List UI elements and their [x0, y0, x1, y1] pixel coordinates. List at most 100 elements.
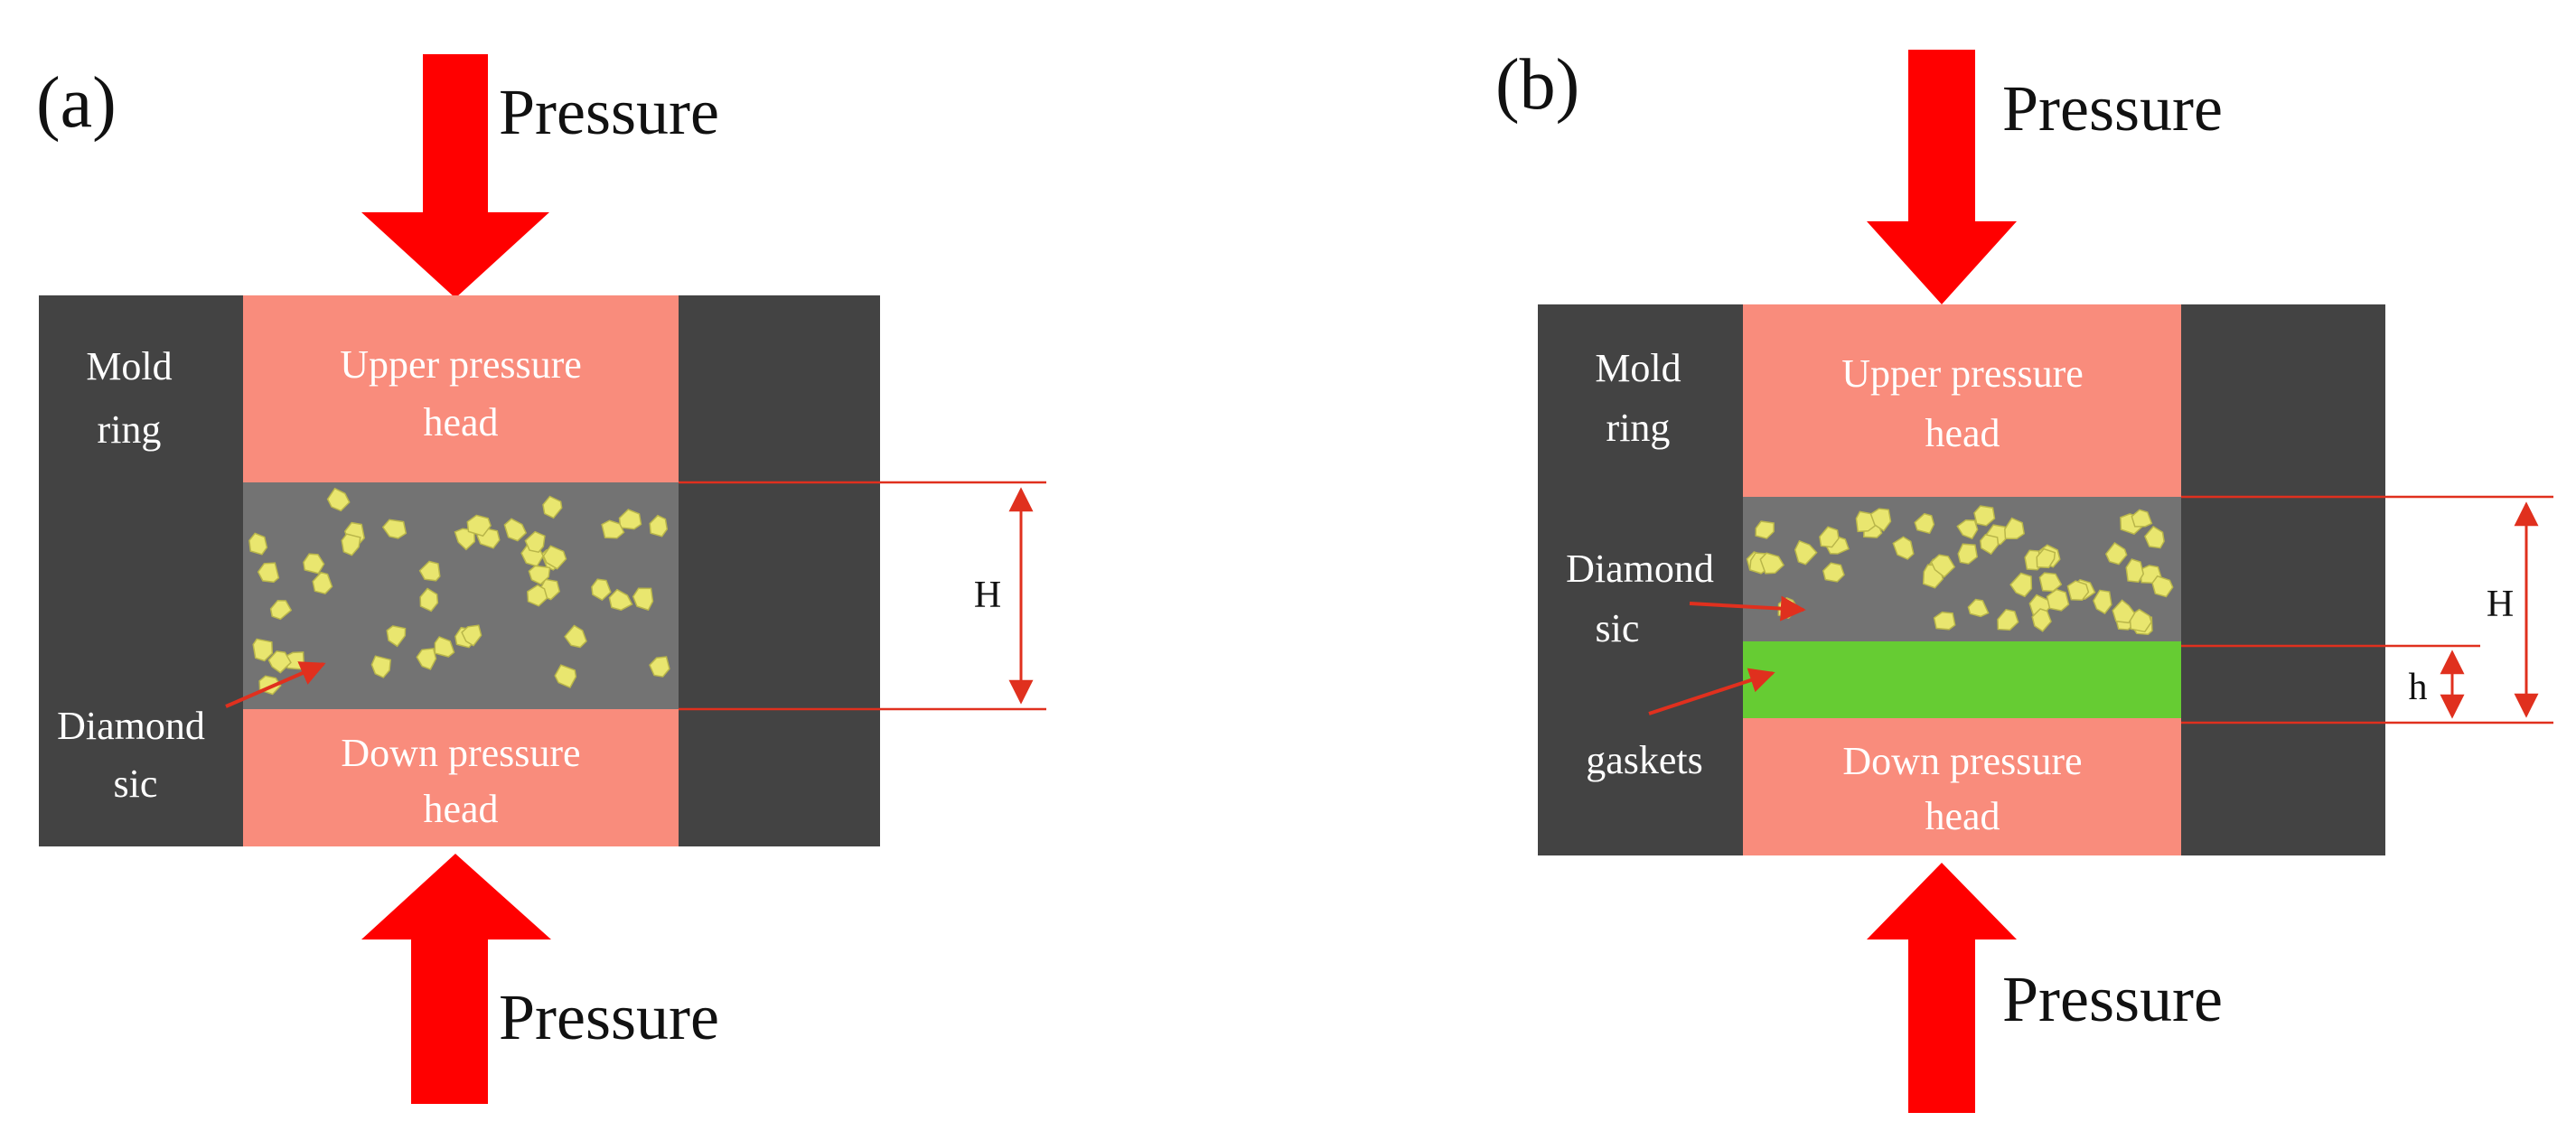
diamond-particle	[649, 514, 669, 537]
diamond-particle	[269, 599, 293, 621]
down-pressure-head-b	[1743, 718, 2181, 855]
panel-a: (a) Pressure Mold ring Upper pressure he…	[36, 54, 1046, 1104]
diamond-particle	[312, 571, 333, 595]
diamond-particle	[418, 560, 441, 582]
diamond-particle	[2151, 575, 2174, 598]
diamond-particle	[2036, 547, 2056, 569]
diamond-particle	[2112, 599, 2136, 624]
diamond-particle	[2104, 542, 2128, 566]
diamond-particle	[341, 533, 361, 556]
down-pressure-head-a	[243, 709, 679, 846]
upper-pressure-head-b	[1743, 304, 2181, 497]
diamond-sic-pointer-b	[1689, 595, 1806, 622]
diamond-particle	[527, 584, 548, 607]
mold-ring-label-b-1: Mold	[1595, 346, 1681, 390]
mold-ring-right-a	[679, 295, 880, 846]
diamond-particle	[1869, 508, 1892, 532]
diamond-particle	[591, 578, 612, 602]
pressure-arrow-down-icon	[361, 54, 549, 298]
diamond-particle	[528, 565, 551, 585]
diamond-particle	[1957, 543, 1979, 565]
diamond-particle	[2031, 608, 2052, 632]
diamond-particle	[1956, 519, 1979, 540]
diamond-sic-label-a-2: sic	[114, 762, 158, 806]
diamond-particle	[542, 495, 563, 519]
diamond-particle	[326, 487, 351, 512]
down-head-label-b-2: head	[1925, 794, 2000, 838]
dim-H-label-b: H	[2487, 584, 2514, 625]
mold-ring-left-a	[39, 295, 243, 846]
diamond-particle	[434, 636, 455, 658]
diamond-particle	[1997, 608, 2019, 631]
upper-head-label-a-1: Upper pressure	[340, 342, 582, 387]
diamond-particle	[1933, 611, 1956, 631]
pressure-label-bottom-a: Pressure	[499, 981, 719, 1053]
down-head-label-a-2: head	[423, 787, 498, 831]
upper-head-label-a-2: head	[423, 400, 498, 444]
diamond-particle	[248, 532, 268, 556]
diamond-particle	[1755, 520, 1775, 539]
diamond-particle	[252, 638, 274, 662]
upper-head-label-b-2: head	[1925, 411, 2000, 455]
mold-ring-right-b	[2181, 304, 2385, 855]
diamond-particle	[1892, 536, 1915, 560]
down-head-label-a-1: Down pressure	[341, 731, 580, 775]
diamond-particle	[1794, 539, 1818, 566]
diamond-particle	[1822, 562, 1845, 583]
diamond-particle	[257, 562, 280, 584]
diamond-particle	[1967, 598, 1990, 618]
gaskets-pointer-b	[1648, 668, 1775, 715]
diamond-particle	[1980, 533, 2000, 556]
diamond-particle	[1819, 526, 1840, 548]
diamond-sic-pointer-a	[225, 661, 326, 708]
diamond-particle	[2066, 580, 2090, 601]
diamond-particles-a	[248, 487, 670, 696]
diamond-particle	[2131, 509, 2153, 528]
down-head-label-b-1: Down pressure	[1842, 739, 2082, 783]
pressure-arrow-up-icon	[361, 854, 551, 1104]
diamond-particle	[503, 518, 528, 542]
diamond-particle	[1973, 505, 1996, 527]
diamond-sic-label-b-1: Diamond	[1566, 547, 1714, 591]
diamond-sic-powder-b	[1743, 497, 2181, 641]
diamond-particle	[632, 587, 654, 612]
diamond-particle	[2004, 517, 2026, 540]
diamond-particle	[419, 587, 439, 612]
diamond-particle	[2125, 558, 2145, 584]
diamond-particle	[2009, 572, 2033, 598]
diamond-particle	[649, 656, 670, 678]
panel-b: (b) Pressure Mold ring Upper pressure he…	[1495, 45, 2553, 1113]
pressure-label-top-a: Pressure	[499, 76, 719, 148]
diamond-particle	[542, 545, 567, 570]
diamond-particle	[564, 624, 587, 649]
upper-head-label-b-1: Upper pressure	[1841, 351, 2084, 396]
pressure-arrow-down-icon	[1867, 50, 2017, 304]
diamond-particle	[386, 625, 407, 648]
diamond-particle	[1914, 512, 1935, 535]
diamond-particle	[1930, 554, 1956, 578]
diamond-particle	[370, 655, 392, 678]
gaskets-label-b: gaskets	[1586, 738, 1703, 782]
pressure-arrow-up-icon	[1867, 863, 2017, 1113]
mold-ring-label-a-2: ring	[98, 407, 162, 452]
panel-label-b: (b)	[1495, 45, 1579, 125]
diamond-particle	[2093, 589, 2112, 615]
diamond-particle	[2144, 525, 2165, 549]
diamond-particle	[466, 514, 492, 537]
diamond-particle	[416, 648, 437, 670]
gasket-layer-b	[1743, 641, 2181, 718]
pressure-label-top-b: Pressure	[2002, 72, 2223, 145]
dim-H-label-a: H	[974, 575, 1001, 616]
diamond-particle	[524, 530, 546, 554]
diamond-sic-label-a-1: Diamond	[57, 704, 205, 748]
diamond-particle	[1759, 552, 1785, 575]
mold-ring-label-a-1: Mold	[86, 344, 172, 388]
pressure-label-bottom-b: Pressure	[2002, 963, 2223, 1035]
diamond-particle	[608, 588, 633, 612]
mold-ring-left-b	[1538, 304, 1743, 855]
diamond-particle	[618, 509, 642, 530]
diamond-particle	[2046, 588, 2070, 612]
diamond-particle	[461, 624, 482, 647]
mold-ring-label-b-2: ring	[1606, 406, 1671, 450]
